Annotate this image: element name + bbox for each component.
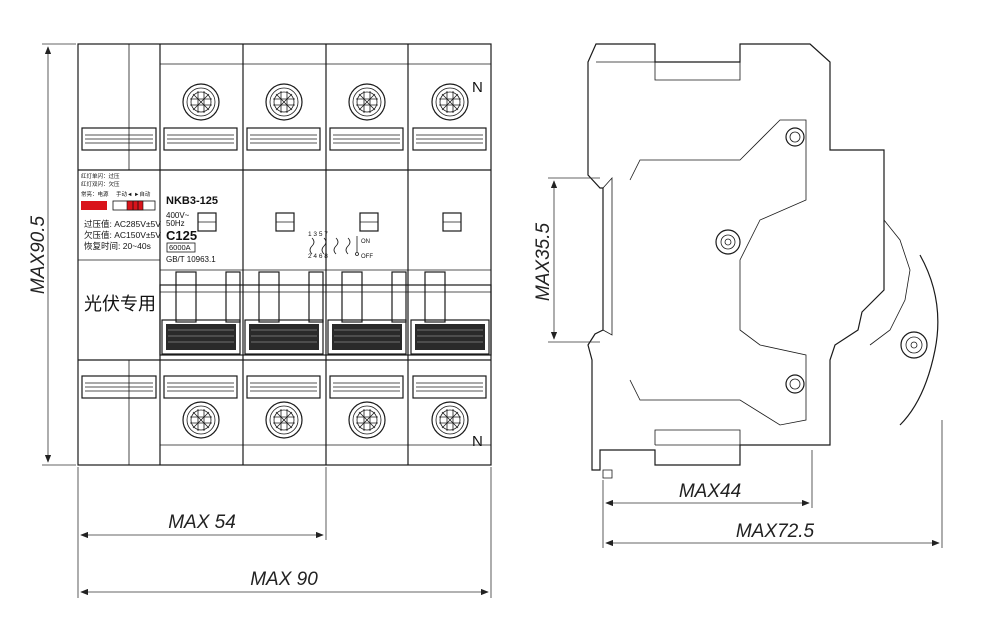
status-legend-2: 红灯双闪：欠压 [81,180,120,188]
front-view: 红灯单闪：过压 红灯双闪：欠压 常亮：电源 手动◄ ►自动 过压值: AC285… [77,43,492,466]
mode-legend: 手动◄ ►自动 [116,190,151,198]
on-label: ON [361,239,370,245]
height-dimension: MAX90.5 [28,215,49,294]
breaking-capacity-label: 6000A [169,243,191,252]
voltage-label: 400V~ [166,211,190,220]
standard-label: GB/T 10963.1 [166,255,216,264]
terminal-screw-icon [348,401,386,439]
undervoltage-setting: 欠压值: AC150V±5V [84,230,161,240]
rivet-icon [785,374,805,394]
width-total-dimension: MAX 90 [250,569,318,590]
side-dimensions: MAX35.5 MAX44 MAX72.5 [533,177,943,548]
side-depth-total-dimension: MAX72.5 [736,521,815,542]
handle-icon [161,319,241,355]
frequency-label: 50Hz [166,219,185,228]
pv-label: 光伏专用 [84,294,156,314]
side-depth-partial-dimension: MAX44 [679,481,741,502]
off-label: OFF [361,254,373,260]
handle-icon [410,319,490,355]
indicator-led [81,201,107,210]
side-view [587,43,939,479]
terminal-screw-icon [182,401,220,439]
handle-icon [327,319,407,355]
front-dimensions: MAX90.5 MAX 54 MAX 90 [28,43,492,598]
handle-icon [244,319,324,355]
rivet-icon [785,127,805,147]
neutral-top-label: N [472,79,483,96]
pivot-icon [900,331,928,359]
status-legend-1: 红灯单闪：过压 [81,172,120,180]
side-height-dimension: MAX35.5 [533,222,554,301]
model-label: NKB3-125 [166,195,218,207]
side-outline [587,43,885,471]
status-legend-3: 常亮：电源 [81,190,109,198]
terminal-screw-icon [348,83,386,121]
terminal-screw-icon [265,401,303,439]
front-outline [77,43,492,466]
terminal-screw-icon [431,401,469,439]
width-partial-dimension: MAX 54 [168,512,236,533]
terminal-screw-icon [265,83,303,121]
terminals-top: 1 3 5 7 [308,231,328,238]
terminal-screw-icon [431,83,469,121]
terminals-bottom: 2 4 6 8 [308,253,328,260]
pivot-icon [715,229,741,255]
recovery-time: 恢复时间: 20~40s [84,241,151,251]
rating-label: C125 [166,228,197,243]
terminal-screw-icon [182,83,220,121]
neutral-bottom-label: N [472,433,483,450]
overvoltage-setting: 过压值: AC285V±5V [84,219,161,229]
